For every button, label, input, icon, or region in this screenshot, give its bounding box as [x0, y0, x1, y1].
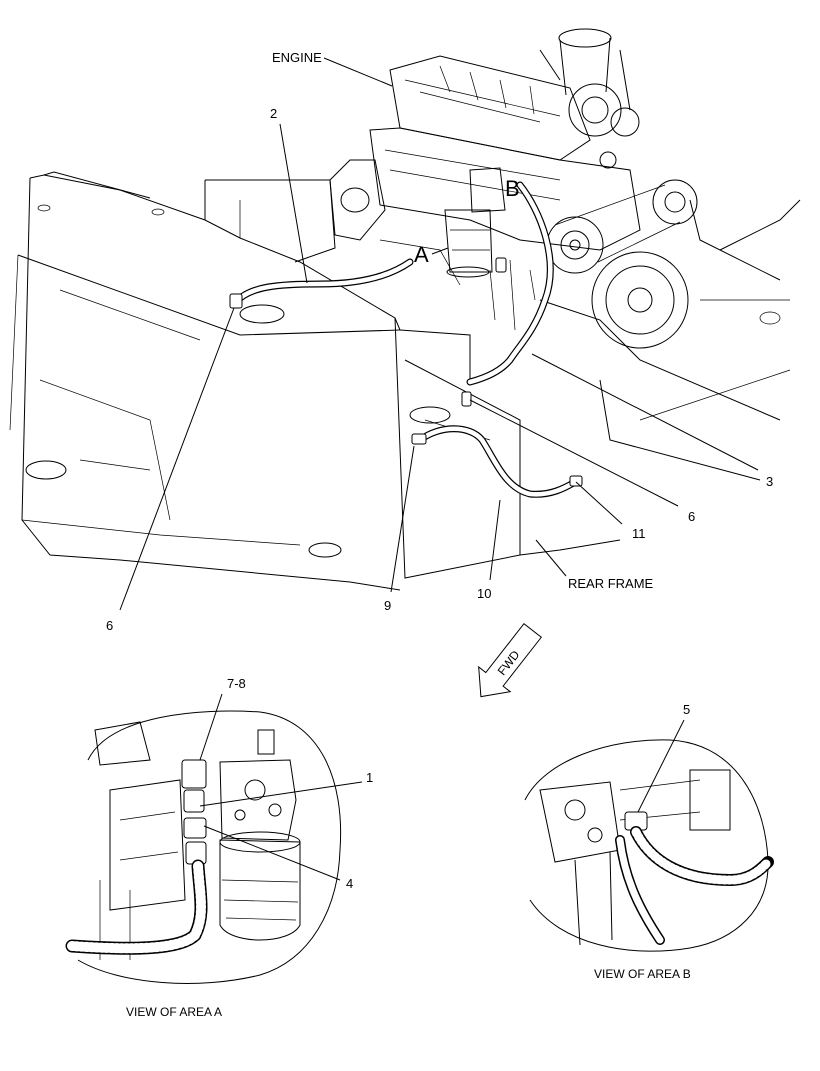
view-area-a-drawing	[65, 710, 342, 984]
view-area-a-title: VIEW OF AREA A	[126, 1005, 222, 1019]
view-area-b-drawing	[524, 739, 774, 952]
view-area-b-callouts: 5 VIEW OF AREA B	[594, 702, 691, 981]
callout-4: 4	[346, 876, 353, 891]
view-area-a-callouts: 7-8 1 4 VIEW OF AREA A	[126, 676, 373, 1019]
callout-10: 10	[477, 586, 491, 601]
rear-frame-label: REAR FRAME	[568, 576, 654, 591]
hose-routing	[229, 181, 583, 498]
fwd-label: FWD	[495, 648, 523, 678]
callout-2: 2	[270, 106, 277, 121]
callout-1: 1	[366, 770, 373, 785]
main-callouts: ENGINE 2 A B 3 6 11 REAR FRAME 10 9 6	[106, 50, 773, 633]
view-area-b-title: VIEW OF AREA B	[594, 967, 691, 981]
fwd-arrow: FWD	[478, 623, 542, 698]
frame-drawing	[9, 171, 801, 591]
callout-3: 3	[766, 474, 773, 489]
engine-label: ENGINE	[272, 50, 322, 65]
callout-6-right: 6	[688, 509, 695, 524]
area-b-marker: B	[505, 176, 520, 201]
area-a-marker: A	[414, 242, 429, 267]
callout-11: 11	[632, 526, 646, 541]
callout-5: 5	[683, 702, 690, 717]
callout-9: 9	[384, 598, 391, 613]
callout-7-8: 7-8	[227, 676, 246, 691]
callout-6-left: 6	[106, 618, 113, 633]
